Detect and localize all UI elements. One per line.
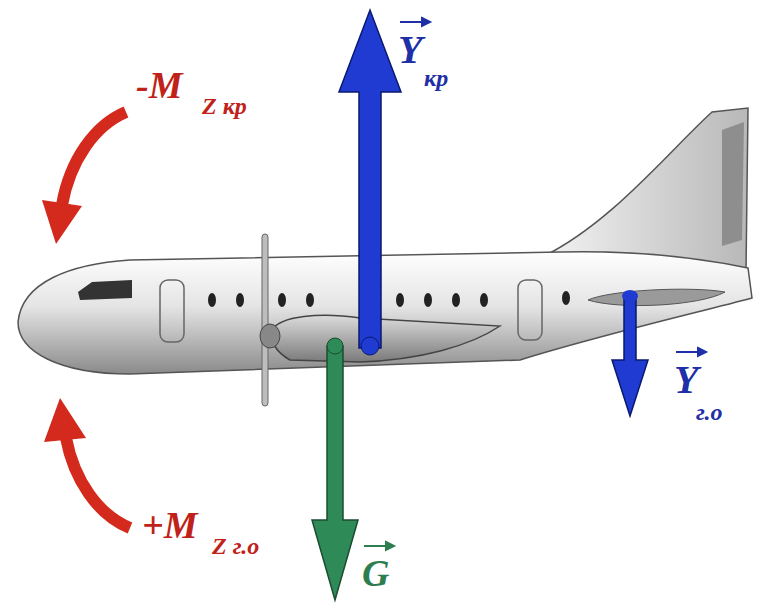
tail-lift-vector — [612, 296, 648, 416]
force-point — [327, 338, 343, 354]
door — [518, 280, 542, 340]
engine-nacelle — [272, 315, 500, 362]
subscript: г.о — [696, 400, 723, 424]
moment-symbol: -M — [136, 66, 182, 104]
force-symbol: G — [362, 554, 389, 592]
weight-vector — [312, 346, 358, 600]
force-point — [361, 337, 379, 355]
force-symbol: Y — [398, 30, 422, 70]
moment-symbol: +M — [142, 506, 197, 544]
fuselage — [18, 252, 752, 374]
moment-arrow — [62, 112, 126, 205]
propeller — [262, 234, 268, 406]
moment-arrow — [66, 438, 130, 528]
subscript: кр — [424, 66, 448, 90]
lift-vector — [339, 10, 401, 348]
subscript: Z кр — [202, 94, 247, 118]
moment-arrowhead — [44, 398, 86, 442]
force-point — [622, 290, 638, 302]
spinner — [260, 324, 280, 348]
vector-sign — [400, 18, 706, 356]
rudder — [722, 122, 744, 246]
moment-arrowhead — [42, 200, 82, 244]
door — [160, 280, 184, 342]
vector-sign — [364, 542, 394, 550]
subscript: Z г.о — [212, 534, 259, 558]
cockpit-window — [78, 280, 132, 300]
stabiliser — [588, 289, 725, 305]
tail-fin — [540, 108, 748, 272]
force-symbol: Y — [674, 360, 698, 400]
